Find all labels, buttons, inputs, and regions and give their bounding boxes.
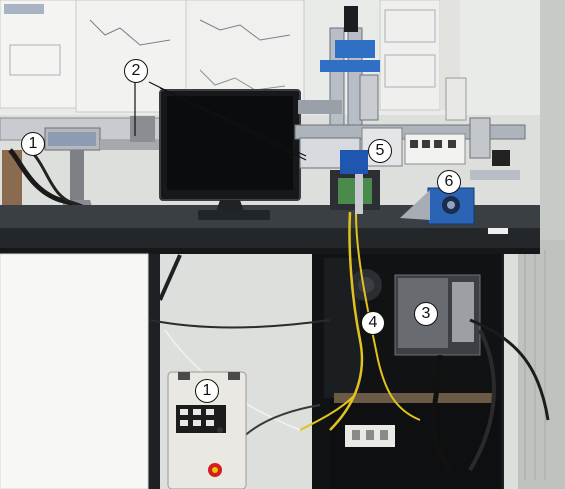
optical-bench-table: [0, 205, 540, 254]
callout-2-leader-c: [159, 87, 307, 157]
white-panel: [0, 253, 149, 489]
callout-6-blue-stage: 6: [437, 170, 461, 194]
callout-5-gantry: 5: [368, 139, 392, 163]
callout-1-stage: 1: [21, 132, 45, 156]
callout-4-cabinet: 4: [361, 311, 385, 335]
floor-controller-unit: [167, 371, 247, 489]
yellow-cables: [299, 211, 421, 431]
callout-2-monitor: 2: [124, 59, 148, 83]
callout-6-cabinet-bottom: 6: [421, 452, 432, 472]
wall-switch-box: [445, 77, 467, 121]
radiator: [518, 240, 565, 489]
instrument-cabinet: [312, 254, 502, 489]
callout-1-controller: 1: [195, 379, 219, 403]
callout-3-instrument: 3: [414, 302, 438, 326]
table-leg-left: [148, 254, 160, 489]
computer-monitor: [159, 89, 301, 220]
